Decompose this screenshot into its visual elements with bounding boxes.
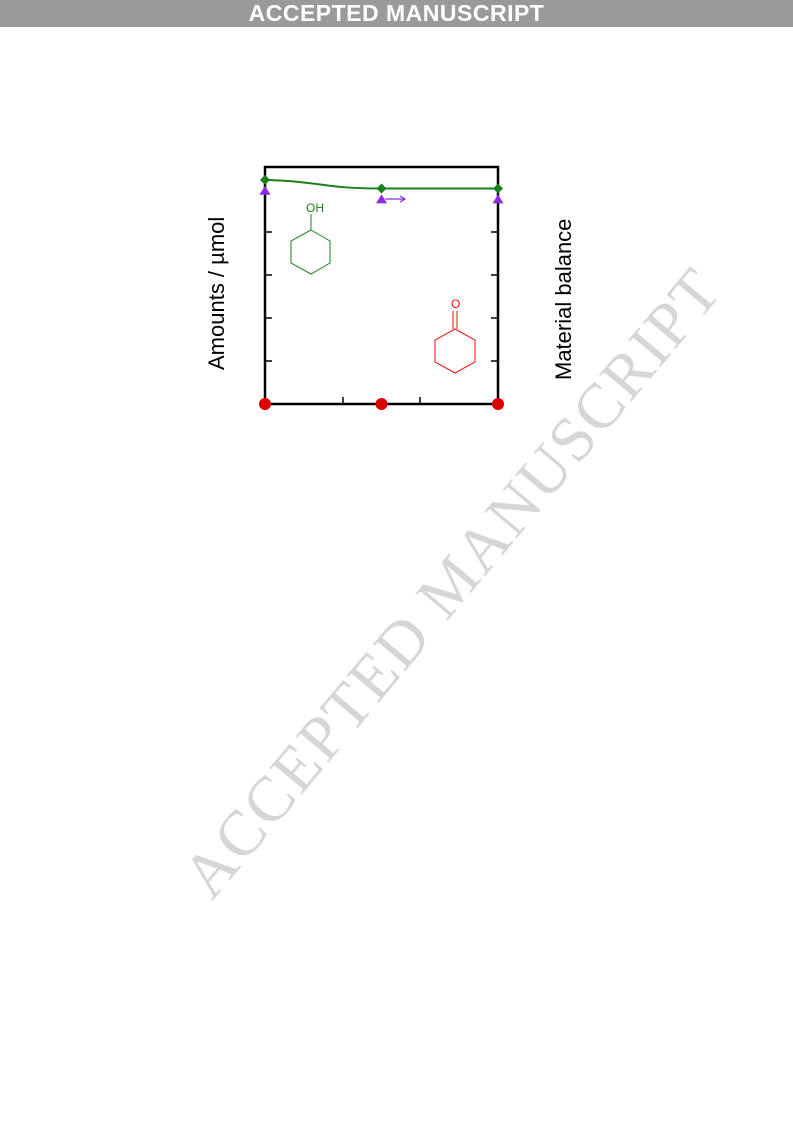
right-axis-arrow-icon xyxy=(385,195,407,203)
cyclohexanol-structure: OH xyxy=(290,201,331,275)
series-2-point-1 xyxy=(375,398,388,410)
series-2-point-0 xyxy=(259,398,271,410)
series-1-point-2 xyxy=(492,194,504,204)
y-axis-label-right: Material balance xyxy=(551,219,576,380)
left-axis-ticks xyxy=(265,231,272,362)
series-2-point-2 xyxy=(492,398,504,410)
series-0-point-1 xyxy=(376,183,387,194)
accepted-manuscript-banner: ACCEPTED MANUSCRIPT xyxy=(0,0,793,27)
series-0-point-0 xyxy=(260,174,270,185)
carbonyl-label: O xyxy=(451,297,460,311)
series-1-point-1 xyxy=(376,194,387,204)
series-0-point-2 xyxy=(493,183,503,194)
hydroxyl-label: OH xyxy=(306,201,324,215)
bottom-axis-ticks xyxy=(342,397,421,404)
y-axis-label-left: Amounts / µmol xyxy=(204,217,229,370)
cyclohexanone-structure: O xyxy=(434,297,476,374)
series-1-point-0 xyxy=(259,185,271,195)
plot-layer xyxy=(259,174,504,410)
right-axis-ticks xyxy=(491,231,498,362)
